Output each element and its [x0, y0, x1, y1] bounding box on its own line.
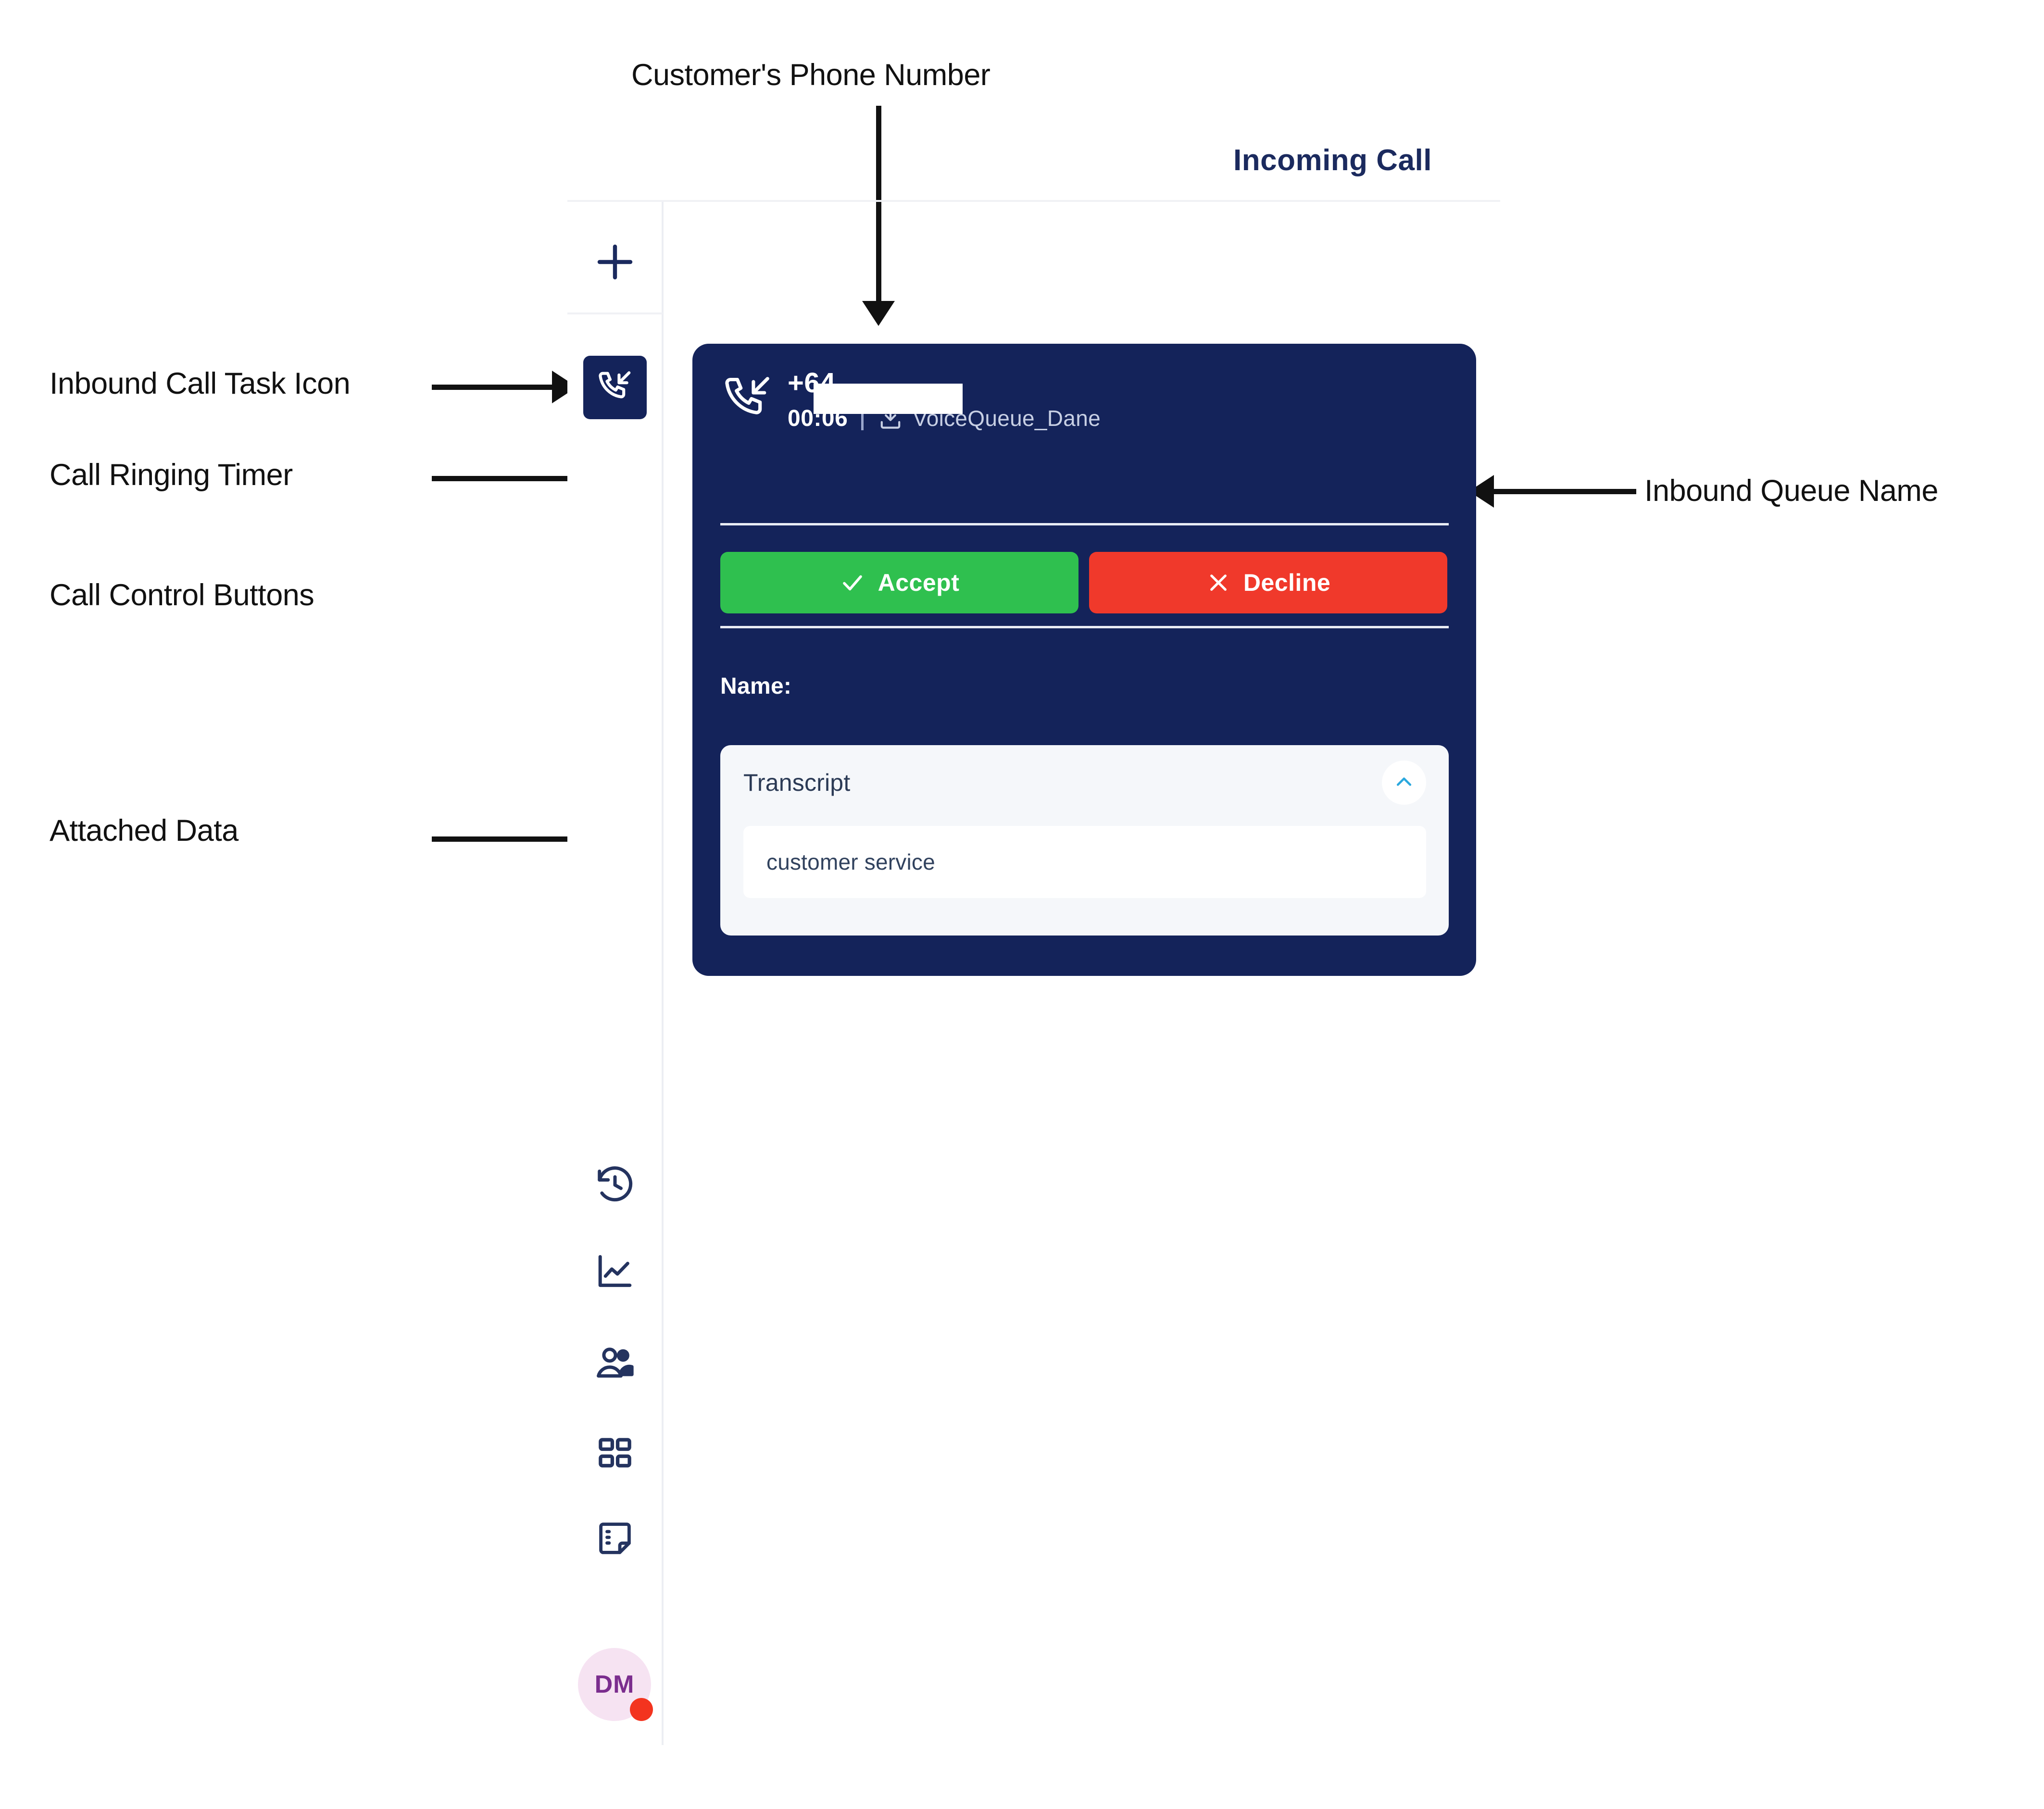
check-icon [842, 575, 862, 591]
transcript-value-field[interactable]: customer service [743, 826, 1426, 898]
contacts-people-icon [594, 1342, 636, 1384]
incoming-call-card: +64 00:06 VoiceQueue_Dane [692, 344, 1476, 976]
plus-icon [592, 239, 638, 285]
transcript-header: Transcript [743, 761, 1426, 805]
annotation-arrow-call-ringing-timer [432, 476, 639, 481]
decline-button-label: Decline [1243, 569, 1331, 596]
transcript-title: Transcript [743, 769, 851, 796]
sticky-note-icon [594, 1518, 636, 1559]
grid-apps-icon [595, 1434, 635, 1474]
sidebar-item-inbound-call-task[interactable] [583, 356, 647, 419]
annotation-label-call-control-buttons: Call Control Buttons [50, 578, 314, 612]
add-task-button[interactable] [567, 226, 663, 298]
call-control-buttons: Accept Decline [720, 552, 1447, 613]
history-clock-icon [594, 1164, 636, 1206]
annotation-arrow-inbound-queue-name [1494, 489, 1636, 494]
annotation-arrowhead-customers-phone-number [862, 301, 895, 326]
annotation-label-inbound-queue-name: Inbound Queue Name [1644, 474, 1938, 508]
annotation-label-inbound-call-task-icon: Inbound Call Task Icon [50, 367, 351, 400]
annotation-label-call-ringing-timer: Call Ringing Timer [50, 458, 293, 492]
annotation-arrow-attached-data [432, 836, 627, 842]
accept-button[interactable]: Accept [720, 552, 1078, 613]
annotation-label-customers-phone-number: Customer's Phone Number [631, 58, 991, 92]
close-x-icon [1210, 574, 1227, 591]
transcript-collapse-button[interactable] [1382, 761, 1426, 805]
sidebar-item-apps[interactable] [567, 1418, 663, 1490]
transcript-value-text: customer service [766, 849, 935, 874]
annotation-label-attached-data: Attached Data [50, 814, 238, 848]
line-chart-icon [594, 1250, 636, 1293]
header-divider [567, 200, 1500, 202]
decline-button[interactable]: Decline [1089, 552, 1447, 613]
sidebar-divider [567, 312, 663, 314]
accept-button-label: Accept [878, 569, 960, 596]
annotation-arrow-inbound-call-task-icon [432, 385, 554, 390]
meta-separator [861, 406, 864, 430]
sidebar-item-history[interactable] [567, 1149, 663, 1221]
transcript-panel: Transcript customer service [720, 745, 1449, 936]
sidebar [567, 202, 664, 1745]
chevron-up-icon [1392, 770, 1416, 796]
phone-number-redaction-box [814, 384, 963, 414]
attached-data-name-label: Name: [720, 674, 792, 699]
inbound-call-icon [596, 368, 634, 408]
sidebar-item-contacts[interactable] [567, 1327, 663, 1399]
status-badge [630, 1698, 653, 1721]
inbound-call-icon [721, 372, 774, 427]
sidebar-item-analytics[interactable] [567, 1235, 663, 1308]
card-divider-top [720, 523, 1449, 525]
page-title: Incoming Call [1233, 144, 1432, 177]
avatar-initials: DM [594, 1671, 635, 1698]
annotation-arrow-customers-phone-number [876, 106, 881, 305]
card-divider-bottom [720, 626, 1449, 628]
sidebar-item-notes[interactable] [567, 1502, 663, 1574]
